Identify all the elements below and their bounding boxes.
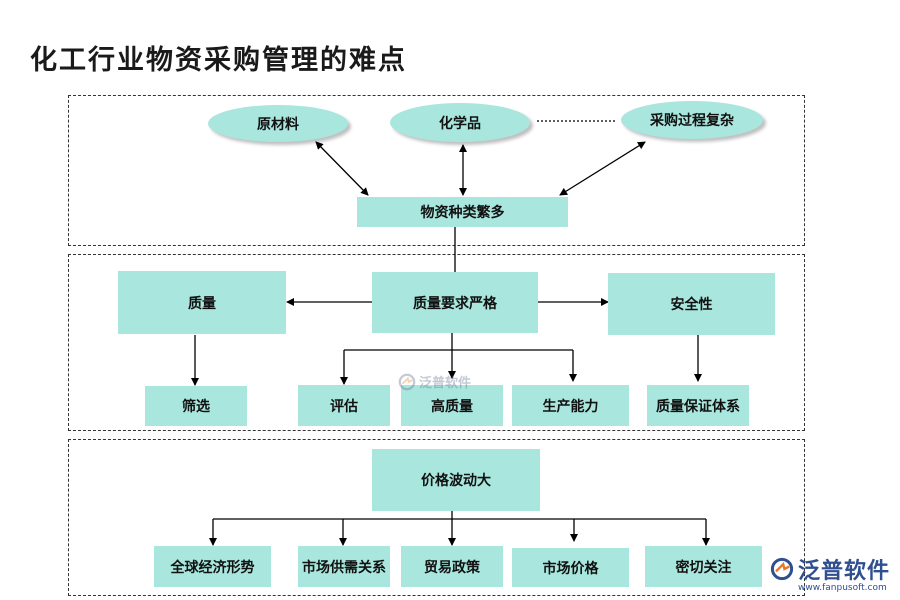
node-safety: 安全性 [608, 273, 775, 335]
node-chemicals: 化学品 [390, 103, 530, 142]
brand-logo: 泛普软件 www.fanpusoft.com [770, 553, 890, 593]
logo-url: www.fanpusoft.com [798, 583, 887, 593]
node-price-hub: 价格波动大 [372, 449, 540, 511]
arrow-process-hub [559, 141, 646, 196]
arrow-raw-material-hub [315, 141, 369, 196]
node-global-economy: 全球经济形势 [154, 546, 271, 587]
node-quality-hub: 质量要求严格 [372, 272, 538, 333]
section-material-variety [68, 95, 805, 246]
node-complex-process: 采购过程复杂 [621, 101, 763, 139]
node-qa-system: 质量保证体系 [647, 385, 749, 426]
section-quality-requirements [68, 254, 805, 431]
logo-brand-text: 泛普软件 [798, 559, 891, 584]
section-price-volatility [68, 439, 805, 596]
node-supply-demand: 市场供需关系 [298, 546, 390, 587]
node-close-attention: 密切关注 [645, 546, 762, 587]
node-variety-hub: 物资种类繁多 [357, 197, 568, 227]
node-raw-material: 原材料 [208, 105, 348, 142]
node-trade-policy: 贸易政策 [401, 546, 503, 587]
node-capacity: 生产能力 [512, 385, 629, 426]
node-quality: 质量 [118, 271, 286, 334]
watermark-brand: 泛普软件 [419, 376, 472, 391]
page-title: 化工行业物资采购管理的难点 [30, 45, 407, 76]
fanpu-logo-icon [398, 373, 416, 390]
node-evaluate: 评估 [298, 385, 390, 426]
node-market-price: 市场价格 [512, 548, 629, 587]
fanpu-logo-icon [770, 557, 794, 581]
node-screening: 筛选 [145, 386, 247, 426]
node-high-quality: 高质量 [401, 385, 503, 426]
watermark-center: 泛普软件 [398, 372, 471, 391]
